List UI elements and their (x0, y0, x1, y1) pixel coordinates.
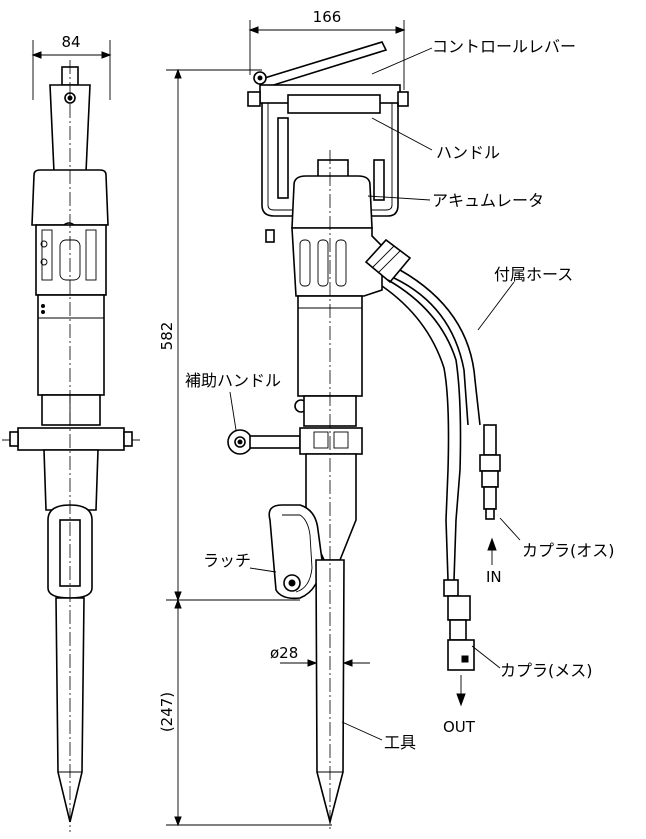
dim-tool-length: (247) (158, 692, 176, 732)
callout-accumulator: アキュムレータ (432, 191, 544, 210)
dim-width-side: 166 (313, 8, 342, 26)
dim-width-front: 84 (61, 33, 80, 51)
callout-latch: ラッチ (203, 551, 251, 570)
callouts: コントロールレバー ハンドル アキュムレータ 付属ホース 補助ハンドル ラッチ … (185, 37, 615, 752)
callout-tool: 工具 (384, 733, 416, 752)
callout-coupler-male: カプラ(オス) (522, 541, 615, 560)
callout-control-lever: コントロールレバー (432, 37, 576, 56)
callout-hose: 付属ホース (494, 265, 573, 284)
dim-height-body: 582 (158, 322, 176, 351)
callout-coupler-female: カプラ(メス) (500, 661, 593, 680)
flow-in-label: IN (486, 568, 502, 586)
front-view: 84 (2, 33, 140, 832)
callout-aux-handle: 補助ハンドル (185, 371, 281, 390)
dim-tool-diameter: ø28 (270, 644, 298, 662)
flow-out-label: OUT (443, 718, 476, 736)
side-view: 166 582 (247) (158, 8, 502, 832)
callout-handle: ハンドル (436, 143, 500, 162)
